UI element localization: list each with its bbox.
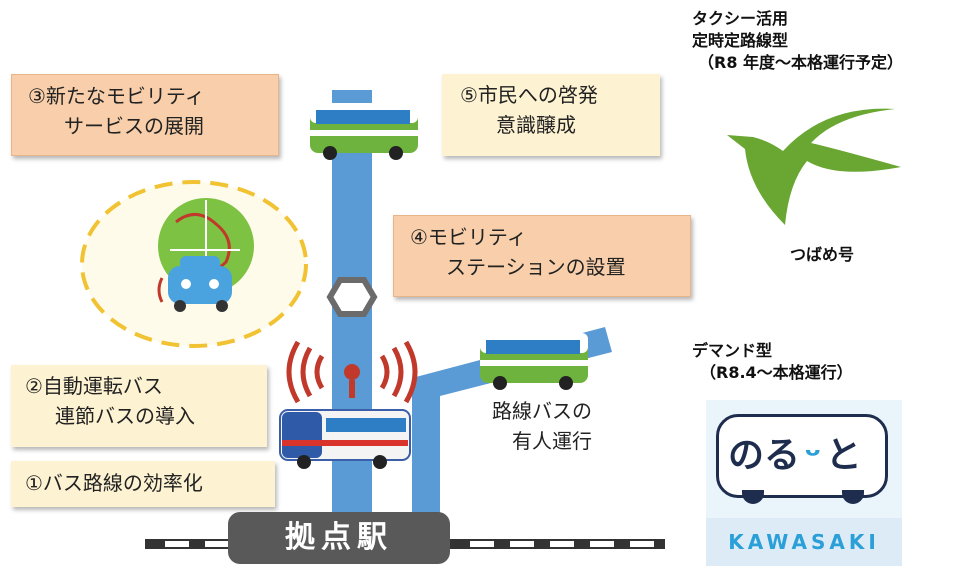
measure-2-line-1: ②自動運転バス (25, 374, 163, 398)
route-map (80, 90, 665, 549)
logo-smile-icon: ᵕ (804, 435, 822, 476)
logo-wheel-left-icon (742, 490, 764, 504)
route-bus-label-line-1: 路線バスの (492, 399, 592, 423)
demand-title-line-1: デマンド型 (692, 341, 773, 360)
measure-2-line-2: 連節バスの導入 (55, 404, 195, 428)
logo-text-to: と (825, 435, 862, 476)
hub-station-label: 拠点駅 (228, 512, 450, 564)
measure-1-line: ①バス路線の効率化 (25, 471, 203, 495)
mobility-station-hexagon (326, 277, 378, 317)
measure-4-line-2: ステーションの設置 (446, 255, 626, 279)
measure-5-line-2: 意識醸成 (496, 113, 576, 137)
measure-5-box: ⑤市民への啓発 意識醸成 (442, 74, 660, 156)
measure-1-box: ①バス路線の効率化 (11, 461, 275, 507)
measure-3-line-1: ③新たなモビリティ (28, 84, 205, 108)
logo-wheel-right-icon (842, 490, 864, 504)
logo-sub-text: KAWASAKI (728, 530, 880, 554)
logo-bus-shape (716, 414, 888, 498)
articulated-bus-icon (279, 409, 411, 469)
bus-icon-top (310, 103, 418, 160)
taxi-title-line-2: 定時定路線型 (692, 31, 789, 50)
measure-4-box: ④モビリティ ステーションの設置 (393, 215, 691, 297)
measure-5-line-1: ⑤市民への啓発 (460, 83, 598, 107)
measure-3-line-2: サービスの展開 (64, 114, 204, 138)
swallow-logo-icon (727, 108, 901, 225)
logo-sub-band (706, 518, 902, 566)
demand-section: デマンド型 （R8.4～本格運行） (692, 340, 853, 384)
demand-title-line-2: （R8.4～本格運行） (700, 363, 853, 382)
measure-2-box: ②自動運転バス 連節バスの導入 (11, 365, 267, 447)
logo-text-noru: のる (728, 435, 801, 476)
measure-4-line-1: ④モビリティ (410, 225, 527, 249)
signal-waves-icon (286, 340, 418, 404)
taxi-logo-name: つばめ号 (790, 245, 855, 264)
taxi-title-line-1: タクシー活用 (692, 9, 789, 28)
route-bus-label: 路線バスの 有人運行 (492, 396, 592, 456)
taxi-section: タクシー活用 定時定路線型 （R8 年度～本格運行予定） (692, 8, 903, 74)
route-bus-label-line-2: 有人運行 (512, 429, 592, 453)
taxi-title-line-3: （R8 年度～本格運行予定） (698, 53, 904, 72)
autonomous-car-icon (157, 256, 232, 312)
measure-3-box: ③新たなモビリティ サービスの展開 (11, 74, 279, 156)
bus-icon-right (480, 333, 588, 390)
